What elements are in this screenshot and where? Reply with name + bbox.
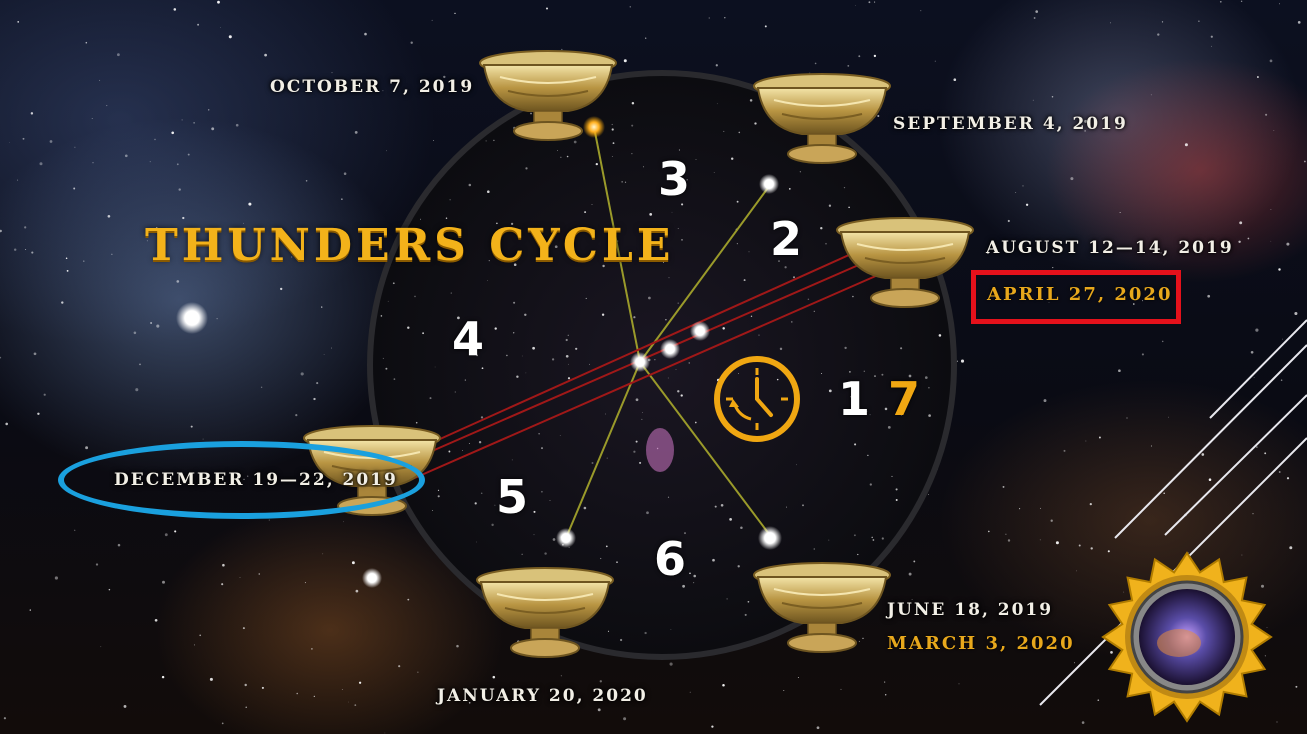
segment-number-1: 1 — [838, 372, 870, 426]
segment-number-6: 6 — [654, 532, 686, 586]
slide-title: Thunders Cycle — [145, 220, 674, 271]
clock-icon — [717, 357, 797, 439]
date-august: August 12—14, 2019 — [986, 238, 1234, 258]
glow-point — [660, 339, 680, 359]
segment-number-7: 7 — [888, 372, 920, 426]
glow-point — [690, 321, 710, 341]
date-september: September 4, 2019 — [893, 114, 1128, 134]
segment-number-4: 4 — [452, 312, 484, 366]
date-january: January 20, 2020 — [437, 686, 648, 706]
glow-point — [630, 352, 650, 372]
date-december: December 19—22, 2019 — [114, 470, 398, 490]
small-nebula — [646, 428, 674, 472]
segment-number-5: 5 — [496, 470, 528, 524]
date-march: March 3, 2020 — [887, 633, 1075, 654]
glow-point — [556, 528, 576, 548]
date-april: April 27, 2020 — [987, 284, 1172, 305]
bright-star — [362, 568, 382, 588]
bright-star — [176, 302, 208, 334]
segment-number-3: 3 — [658, 152, 690, 206]
date-june: June 18, 2019 — [887, 600, 1053, 620]
segment-number-2: 2 — [770, 212, 802, 266]
date-october: October 7, 2019 — [270, 77, 474, 97]
glow-point — [583, 116, 605, 138]
sunburst-emblem-icon — [1103, 553, 1271, 721]
golden-bowl-icon — [754, 563, 890, 652]
glow-point — [759, 174, 779, 194]
glow-point — [758, 526, 782, 550]
